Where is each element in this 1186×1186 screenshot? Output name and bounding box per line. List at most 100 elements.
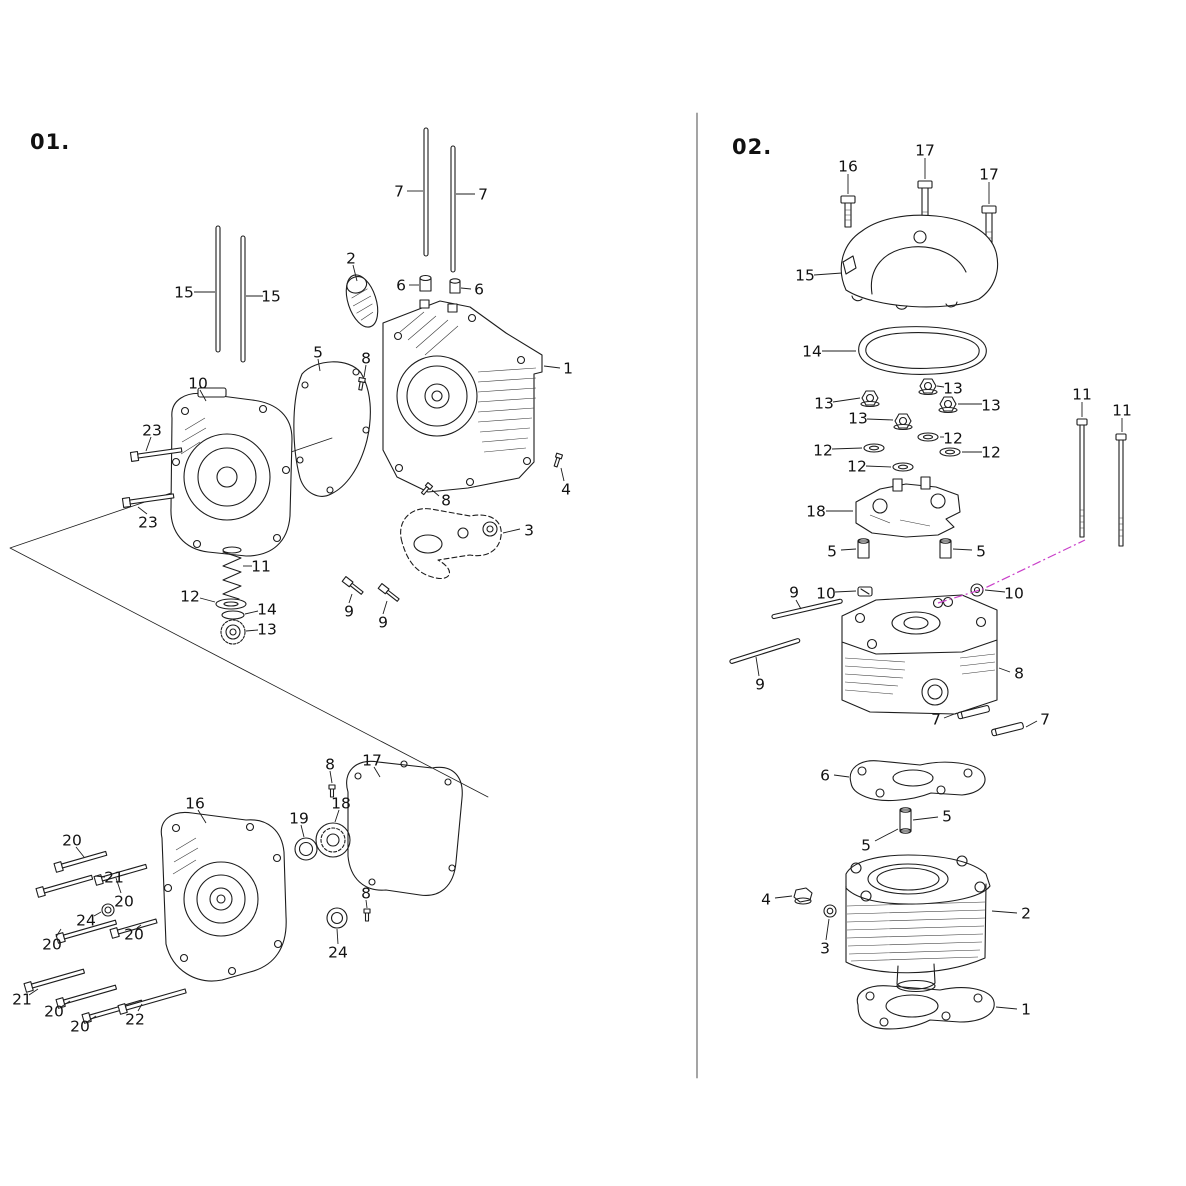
leader-line: [560, 467, 565, 482]
washer-12-c: [892, 462, 914, 472]
callout-9: 9: [344, 602, 354, 620]
leader-line: [352, 264, 358, 282]
head-gasket: [849, 760, 986, 801]
leader-line: [936, 385, 945, 388]
leader-line: [373, 766, 381, 778]
leader-line: [93, 911, 102, 917]
flange-nut-c: [893, 413, 913, 431]
key-10-a: [857, 586, 873, 597]
leader-line: [199, 389, 207, 402]
bolt-21-a: [35, 874, 94, 898]
callout-9: 9: [789, 583, 799, 601]
callout-21: 21: [104, 868, 124, 886]
callout-24: 24: [328, 943, 348, 961]
callout-13: 13: [848, 409, 868, 427]
callout-13: 13: [814, 394, 834, 412]
leader-line: [1025, 720, 1038, 728]
ball-bearing: [315, 822, 351, 858]
leader-line: [137, 506, 148, 515]
push-rod-b: [729, 638, 801, 664]
leader-line: [348, 593, 353, 604]
callout-5: 5: [976, 542, 986, 560]
flange-nut-d: [938, 396, 958, 414]
flange-bolt-17-b: [981, 205, 997, 249]
leader-line: [865, 465, 892, 468]
bolt-20-a: [53, 850, 108, 873]
plug-10-b: [970, 583, 984, 597]
callout-10: 10: [816, 584, 836, 602]
valve-cover-gasket: [858, 326, 987, 375]
leader-line: [543, 365, 561, 369]
callout-13: 13: [981, 396, 1001, 414]
screw-8-c: [328, 784, 336, 798]
leader-line: [825, 918, 830, 941]
flange-nut-b: [918, 378, 938, 396]
screw-9-b: [377, 583, 400, 602]
callout-16: 16: [185, 794, 205, 812]
callout-10: 10: [1004, 584, 1024, 602]
callout-17: 17: [979, 165, 999, 183]
callout-13: 13: [257, 620, 277, 638]
callout-11: 11: [1112, 401, 1132, 419]
leader-line: [502, 528, 521, 534]
leader-line: [833, 774, 850, 778]
washer-12-b: [917, 432, 939, 442]
callout-8: 8: [361, 884, 371, 902]
callout-11: 11: [1072, 385, 1092, 403]
callout-8: 8: [325, 755, 335, 773]
callout-7: 7: [478, 185, 488, 203]
diagram-01-crankcase: [9, 127, 564, 1024]
breather-plug: [345, 274, 379, 328]
rocker-arm-holder: [855, 476, 961, 538]
leader-line: [363, 364, 367, 378]
leader-line: [197, 809, 207, 824]
stud-rod-7-b: [450, 145, 456, 273]
leader-line: [840, 548, 857, 551]
dowel-pin-c: [899, 807, 912, 834]
callout-8: 8: [361, 349, 371, 367]
screw-8-d: [363, 908, 371, 922]
leader-line: [136, 924, 142, 929]
washer-12-d: [939, 447, 961, 457]
callout-20: 20: [44, 1002, 64, 1020]
right-crankcase-cover: [160, 811, 287, 982]
stud-bolt-a: [1076, 418, 1088, 538]
bolt-23-b: [121, 493, 175, 508]
callout-23: 23: [142, 421, 162, 439]
right-cover-gasket: [346, 760, 463, 896]
callout-17: 17: [362, 751, 382, 769]
diagram-02-cylinder-head: [729, 180, 1127, 1030]
bushing-b: [449, 278, 461, 294]
bolt-20-f: [109, 918, 158, 939]
leader-line: [94, 875, 106, 878]
leader-line: [115, 877, 122, 894]
leader-line: [912, 816, 939, 821]
callout-20: 20: [42, 935, 62, 953]
stud-alignment-line: [937, 539, 1086, 604]
callout-11: 11: [251, 557, 271, 575]
section-01-title: 01.: [30, 130, 71, 154]
callout-19: 19: [289, 809, 309, 827]
leader-line: [55, 928, 62, 938]
washer-12-a: [863, 443, 885, 453]
leader-line: [137, 1003, 143, 1012]
callout-17: 17: [915, 141, 935, 159]
cylinder-block: [845, 854, 991, 993]
bolt-23-a: [129, 447, 183, 462]
callout-20: 20: [124, 925, 144, 943]
dowel-pin-7-a: [957, 705, 990, 720]
callout-6: 6: [396, 276, 406, 294]
leader-line: [86, 1015, 97, 1023]
leader-line: [943, 712, 958, 719]
leader-line: [831, 447, 863, 450]
screw-8-a: [358, 376, 366, 391]
callout-1: 1: [1021, 1000, 1031, 1018]
callout-5: 5: [313, 343, 323, 361]
bolt-21-b: [23, 968, 86, 993]
leader-line: [75, 846, 85, 858]
dowel-pin-b: [939, 538, 952, 559]
callout-12: 12: [180, 587, 200, 605]
leader-line: [795, 599, 802, 610]
